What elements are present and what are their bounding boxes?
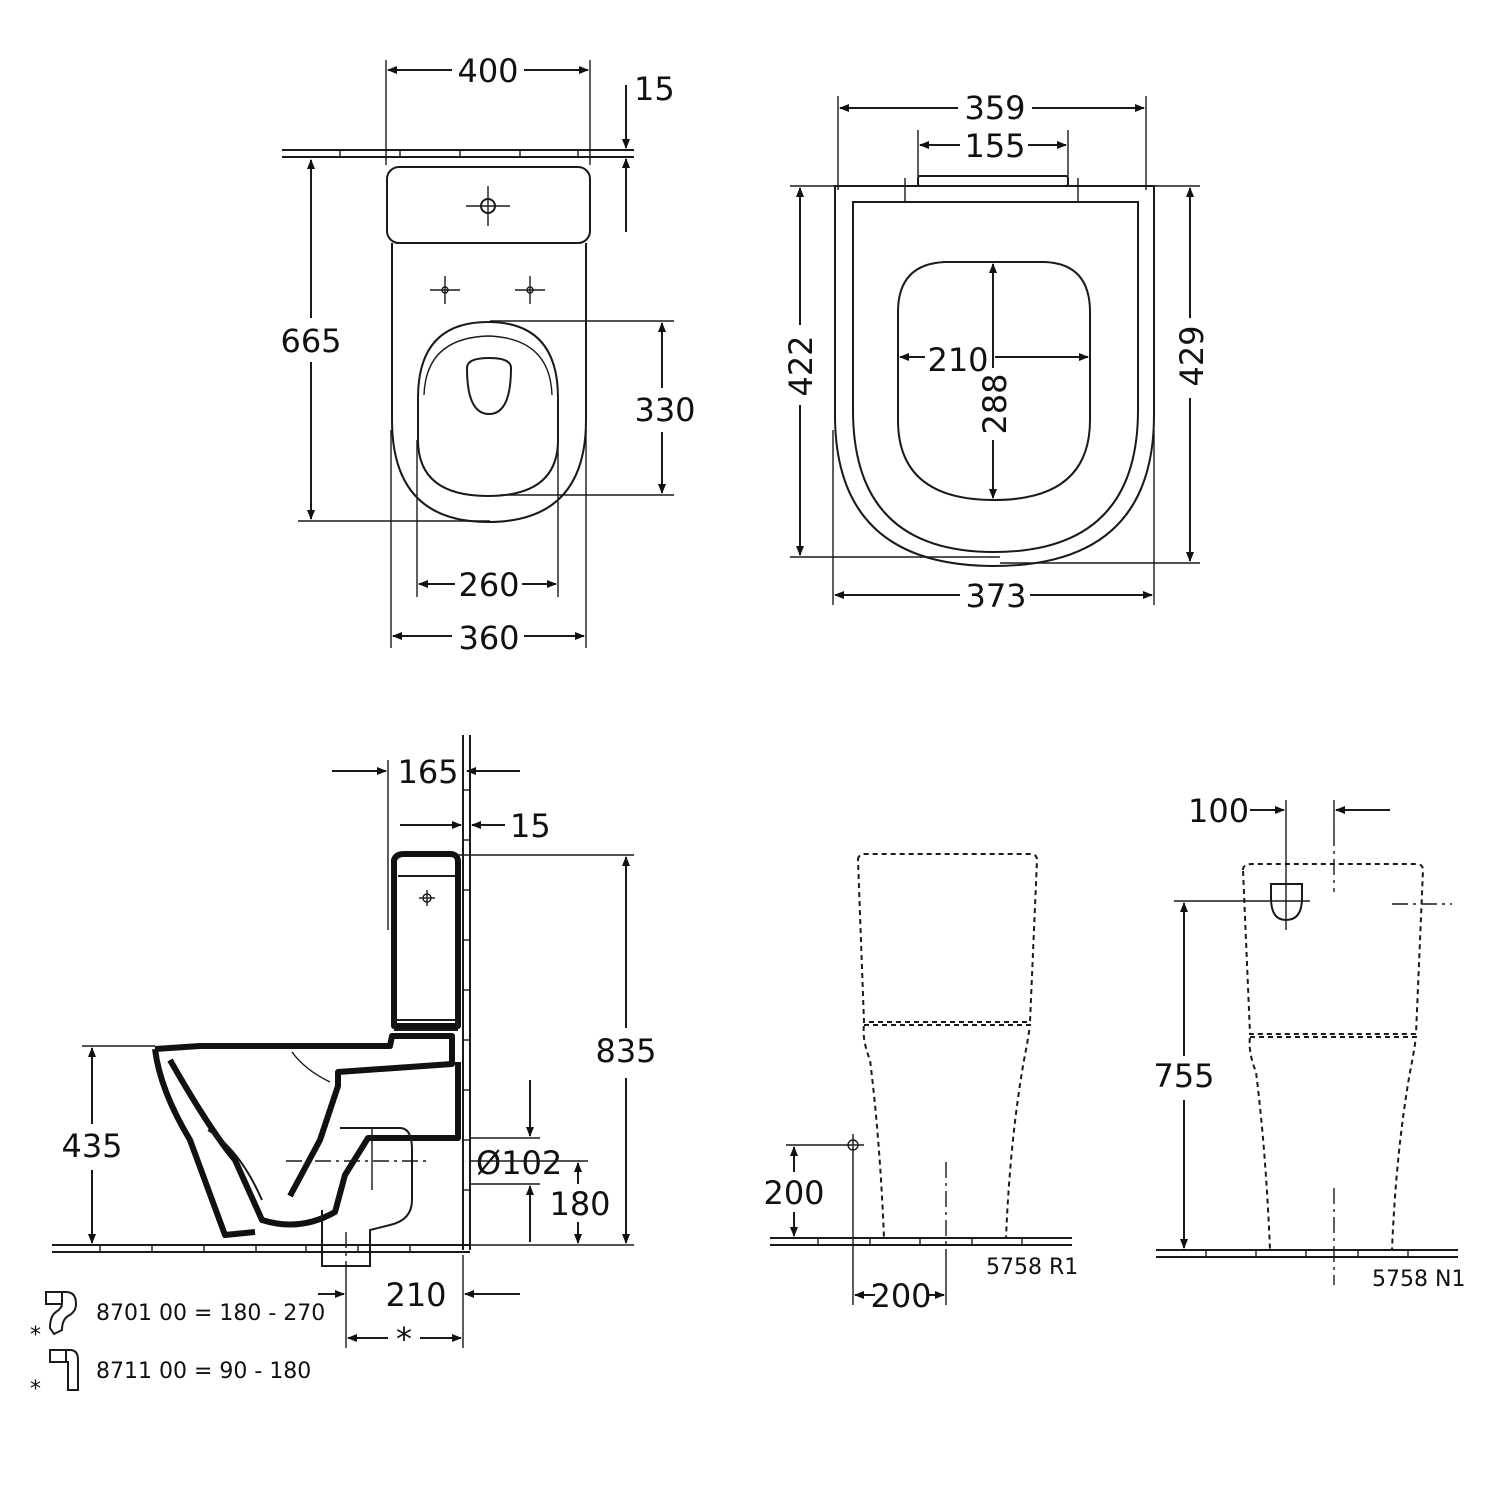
cistern-top — [386, 166, 591, 244]
n1-floor — [1156, 1249, 1458, 1258]
dim-400: 400 — [457, 52, 518, 90]
connector-8701-icon — [45, 1291, 78, 1336]
dim-360: 360 — [458, 619, 519, 657]
note-1-text: 8701 00 = 180 - 270 — [96, 1301, 325, 1326]
bowl-opening-top — [465, 356, 513, 416]
floor-side — [52, 1244, 470, 1253]
n1-bowl-outline — [1248, 1036, 1418, 1251]
r1-floor — [770, 1237, 1072, 1246]
n1-cistern-outline — [1241, 863, 1425, 1035]
r1-code: 5758 R1 — [986, 1255, 1078, 1280]
wall-side — [462, 735, 471, 1250]
dim-pipe-102: Ø102 — [476, 1144, 562, 1182]
dim-15-side: 15 — [510, 807, 551, 845]
note-2-star: * — [30, 1377, 41, 1402]
r1-dim-200-horizontal: 200 — [870, 1277, 931, 1315]
n1-code: 5758 N1 — [1372, 1267, 1465, 1292]
wall-top — [282, 149, 634, 158]
dim-429: 429 — [1173, 325, 1211, 386]
connector-8711-icon — [49, 1349, 79, 1391]
dim-165: 165 — [397, 753, 458, 791]
dim-373: 373 — [965, 577, 1026, 615]
dim-210-seat: 210 — [927, 341, 988, 379]
fixing-holes — [430, 276, 545, 304]
variant-n1: 100 755 5758 N1 — [1153, 792, 1465, 1292]
bowl-outline-top — [391, 243, 587, 524]
r1-cistern-outline — [856, 853, 1039, 1023]
dim-330: 330 — [634, 391, 695, 429]
dim-star: * — [396, 1320, 412, 1358]
n1-dim-755: 755 — [1153, 1057, 1214, 1095]
dim-180: 180 — [549, 1185, 610, 1223]
r1-dim-200-vertical: 200 — [763, 1174, 824, 1212]
cistern-side — [391, 851, 461, 1029]
note-1-star: * — [30, 1323, 41, 1348]
seat-outline-top — [417, 320, 559, 498]
top-view: 400 15 665 330 260 360 — [280, 52, 695, 657]
dim-835: 835 — [595, 1032, 656, 1070]
dim-210-side: 210 — [385, 1276, 446, 1314]
dim-665: 665 — [280, 322, 341, 360]
seat-view: 359 155 422 429 210 288 373 — [782, 89, 1211, 615]
seat-opening — [897, 261, 1091, 502]
seat-outer-outline — [834, 185, 1155, 568]
dim-155: 155 — [964, 127, 1025, 165]
dim-435: 435 — [61, 1127, 122, 1165]
bowl-section — [154, 1033, 455, 1198]
side-view: 165 15 835 435 Ø102 180 210 — [52, 735, 657, 1358]
dim-288: 288 — [976, 373, 1014, 434]
dim-359: 359 — [964, 89, 1025, 127]
note-2-text: 8711 00 = 90 - 180 — [96, 1359, 311, 1384]
variant-r1: 200 200 5758 R1 — [763, 853, 1078, 1315]
connector-notes: * 8701 00 = 180 - 270 * 8711 00 = 90 - 1… — [30, 1291, 325, 1402]
outlet-pipe — [321, 1127, 413, 1267]
seat-inner-outline — [852, 201, 1139, 554]
hinge-cutout — [917, 175, 1069, 187]
dim-260: 260 — [458, 566, 519, 604]
dim-15-top: 15 — [634, 70, 675, 108]
dim-422: 422 — [782, 335, 820, 396]
r1-bowl-outline — [862, 1024, 1032, 1239]
n1-dim-100: 100 — [1188, 792, 1249, 830]
